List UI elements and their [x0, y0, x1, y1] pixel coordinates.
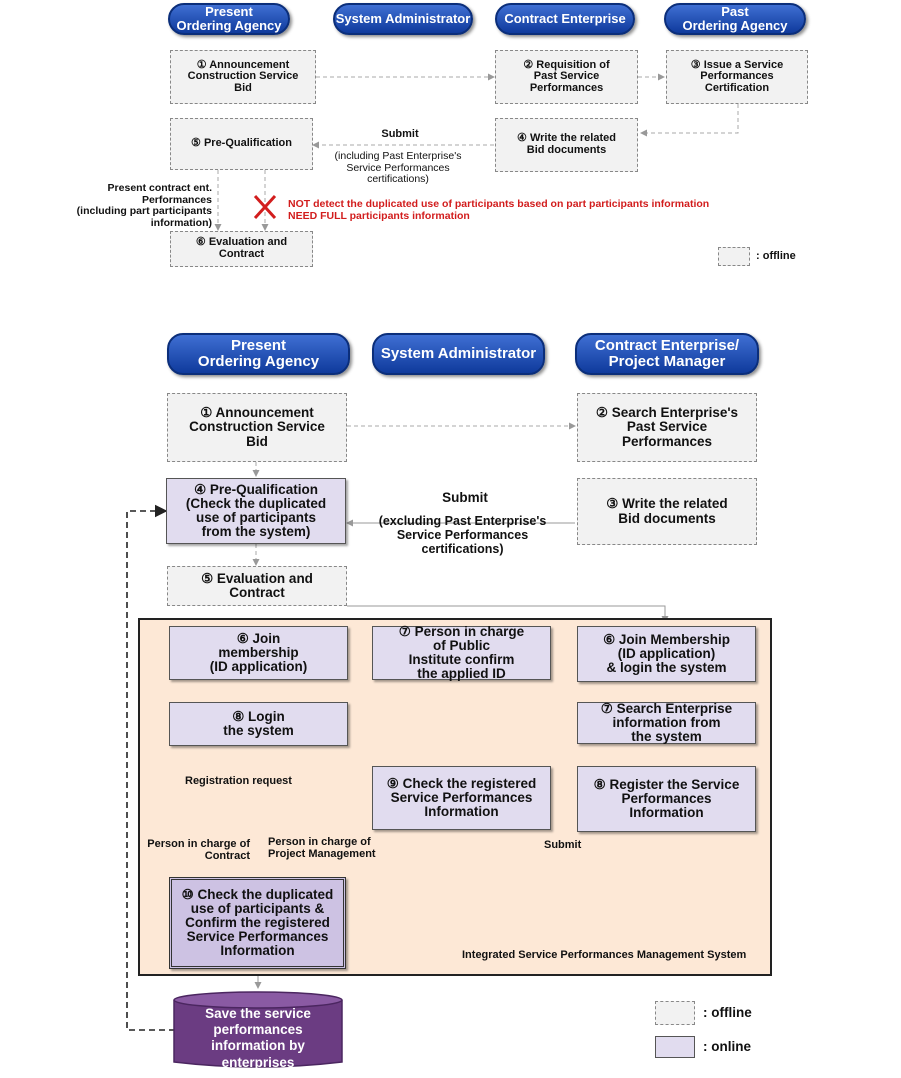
step-requisition-past-performances: ② Requisition of Past Service Performanc… [495, 50, 638, 104]
lane-contract-enterprise: Contract Enterprise [495, 3, 635, 35]
lane-present-ordering-agency-2: Present Ordering Agency [167, 333, 350, 375]
person-in-charge-contract-label: Person in charge of Contract [147, 838, 250, 863]
database-cylinder: Save the service performances informatio… [172, 990, 344, 1070]
submit-label-3: Submit [544, 839, 582, 851]
step-search-enterprise-info: ⑦ Search Enterprise information from the… [577, 701, 756, 744]
lane-past-ordering-agency: Past Ordering Agency [664, 3, 806, 35]
step-pre-qualification-2: ④ Pre-Qualification (Check the duplicate… [166, 478, 346, 544]
step-announcement-bid: ① Announcement Construction Service Bid [170, 50, 316, 104]
database-label: Save the service performances informatio… [205, 1006, 311, 1070]
legend-online-swatch [655, 1036, 695, 1058]
submit-label-2: Submit [442, 490, 488, 505]
step-evaluation-contract: ⑥ Evaluation and Contract [170, 231, 313, 267]
step-confirm-applied-id: ⑦ Person in charge of Public Institute c… [372, 624, 551, 681]
legend-offline-swatch-top [718, 247, 750, 266]
legend-online-label: : online [703, 1039, 751, 1054]
step-announcement-bid-2: ① Announcement Construction Service Bid [167, 393, 347, 462]
step-issue-certification: ③ Issue a Service Performances Certifica… [666, 50, 808, 104]
lane-present-ordering-agency: Present Ordering Agency [168, 3, 290, 35]
lane-system-administrator-2: System Administrator [372, 333, 545, 375]
present-performances-note: Present contract ent. Performances (incl… [76, 182, 212, 229]
step-join-membership-login: ⑥ Join Membership (ID application) & log… [577, 626, 756, 682]
database-icon [173, 991, 343, 1068]
legend-offline-label: : offline [703, 1005, 752, 1020]
step-evaluation-contract-2: ⑤ Evaluation and Contract [167, 566, 347, 606]
step-pre-qualification: ⑤ Pre-Qualification [170, 118, 313, 170]
lane-system-administrator: System Administrator [333, 3, 473, 35]
step-check-duplicated-confirm: ⑩ Check the duplicated use of participan… [169, 877, 346, 969]
step-write-bid-documents: ④ Write the related Bid documents [495, 118, 638, 172]
legend-offline-swatch [655, 1001, 695, 1025]
step-search-past-performances: ② Search Enterprise's Past Service Perfo… [577, 393, 757, 462]
system-label: Integrated Service Performances Manageme… [462, 949, 747, 961]
step-write-bid-documents-2: ③ Write the related Bid documents [577, 478, 757, 545]
warning-text: NOT detect the duplicated use of partici… [288, 198, 710, 222]
lane-contract-enterprise-project-manager: Contract Enterprise/ Project Manager [575, 333, 759, 375]
submit-label: Submit [381, 128, 419, 140]
submit-note: (including Past Enterprise's Service Per… [334, 150, 462, 186]
step-login-system: ⑧ Login the system [169, 702, 348, 746]
step-register-performances: ⑧ Register the Service Performances Info… [577, 766, 756, 832]
submit-note-2: (excluding Past Enterprise's Service Per… [378, 514, 547, 556]
registration-request-label: Registration request [185, 775, 292, 787]
legend-offline-label-top: : offline [756, 250, 796, 262]
step-join-membership: ⑥ Join membership (ID application) [169, 626, 348, 680]
person-in-charge-pm-label: Person in charge of Project Management [268, 836, 376, 861]
step-check-registered-info: ⑨ Check the registered Service Performan… [372, 766, 551, 830]
